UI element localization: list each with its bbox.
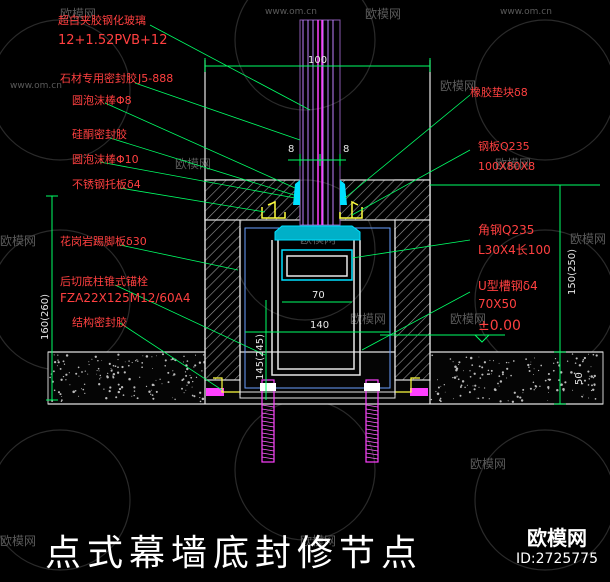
granite-block-left [204, 179, 301, 381]
anchor-bolts [260, 379, 380, 463]
watermark-site: www.om.cn [500, 7, 552, 17]
watermark-site: www.om.cn [265, 7, 317, 17]
label-rubber-pad: 橡胶垫块δ8 [470, 85, 528, 99]
frame-lines [204, 60, 431, 404]
right-labels: 橡胶垫块δ8 钢板Q235 100X80X8 角钢Q235 L30X4长100 … [470, 85, 551, 334]
watermark-brand: 欧模网 [0, 234, 36, 248]
label-angle: 角钢Q235 [478, 223, 534, 237]
label-stainless-plate: 不锈钢托板δ4 [72, 177, 141, 191]
granite-block-right [339, 179, 431, 381]
anchor-bolt [260, 379, 276, 463]
label-anchor-2: FZA22X125M12/60A4 [60, 291, 191, 305]
watermark-brand: 欧模网 [350, 312, 386, 326]
dimension-text: 100 8 8 70 140 145(245) 160(260) 150(250… [40, 55, 585, 385]
logo-id: ID:2725775 [516, 551, 598, 567]
stainless-plate [261, 200, 363, 219]
label-glass-spec: 12+1.52PVB+12 [58, 33, 167, 48]
watermark-brand: 欧模网 [440, 79, 476, 93]
label-level: ±0.00 [478, 318, 521, 334]
watermark-brand: 欧模网 [0, 534, 36, 548]
label-angle-size: L30X4长100 [478, 243, 551, 257]
dim-100: 100 [308, 55, 327, 66]
u-channel [271, 240, 361, 376]
watermark-brand: 欧模网 [495, 157, 531, 171]
logo-brand: 欧模网 [527, 526, 587, 550]
label-foam-rod-2: 圆泡沫棒Φ10 [72, 152, 139, 166]
label-channel-size: 70X50 [478, 297, 517, 311]
page-title: 点式幕墙底封修节点 [45, 533, 423, 574]
watermark-brand: 欧模网 [470, 457, 506, 471]
dimension-lines [46, 58, 600, 405]
level-marker [474, 334, 490, 343]
dim-8b: 8 [343, 144, 349, 155]
label-sealant-stone: 石材专用密封胶 [60, 71, 137, 85]
dim-70: 70 [312, 290, 325, 301]
label-sealant-stone-code: J5-888 [137, 72, 173, 85]
leader-lines [99, 24, 471, 391]
label-steel-plate-size: 100X80X8 [478, 160, 535, 173]
watermark-brand: 欧模网 [365, 7, 401, 21]
watermark-brand: 欧模网 [60, 7, 96, 21]
dim-140: 140 [310, 320, 329, 331]
logo-badge: 欧模网 ID:2725775 [512, 526, 602, 574]
label-silicone: 硅酮密封胶 [72, 127, 127, 141]
watermark-brand: 欧模网 [570, 232, 606, 246]
angle-steel [281, 249, 353, 281]
anchor-bolt [364, 379, 380, 463]
dim-150: 150(250) [567, 249, 578, 295]
watermark-brand: 欧模网 [300, 534, 336, 548]
dim-145: 145(245) [255, 334, 266, 380]
dim-50: 50 [574, 372, 585, 385]
label-foam-rod-1: 圆泡沫棒Φ8 [72, 93, 132, 107]
glass-panel [299, 19, 341, 226]
watermark-site: www.om.cn [10, 81, 62, 91]
left-labels: 超白夹胶钢化玻璃 12+1.52PVB+12 石材专用密封胶 J5-888 圆泡… [58, 13, 191, 329]
label-fire-sealant: 结构密封胶 [72, 315, 127, 329]
label-channel: U型槽钢δ4 [478, 279, 538, 293]
dim-160: 160(260) [40, 294, 51, 340]
dim-8a: 8 [288, 144, 294, 155]
base-plates [206, 377, 428, 399]
concrete-slab [47, 351, 604, 405]
label-steel-plate: 钢板Q235 [478, 139, 530, 153]
label-glass: 超白夹胶钢化玻璃 [58, 13, 146, 27]
label-anchor-1: 后切底柱锥式锚栓 [60, 274, 148, 288]
watermark-brand: 欧模网 [450, 312, 486, 326]
top-clamp [274, 225, 361, 241]
label-granite: 花岗岩踢脚板δ30 [60, 234, 147, 248]
